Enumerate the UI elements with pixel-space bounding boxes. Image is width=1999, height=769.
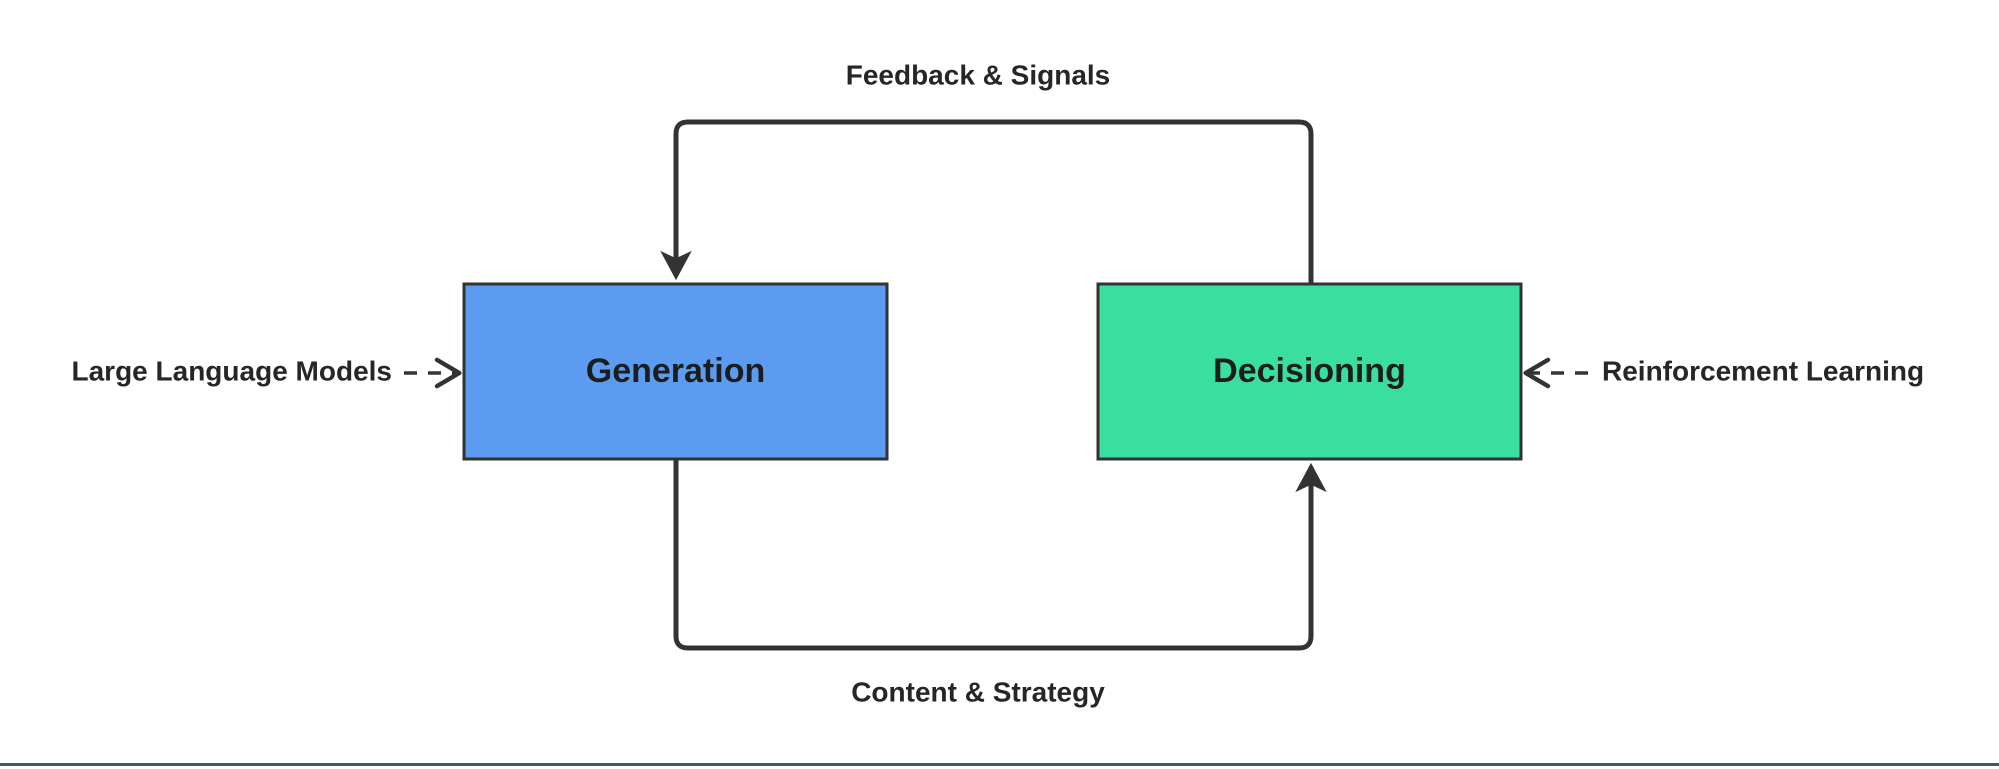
node-generation-label: Generation — [586, 352, 765, 390]
side-label-large-language-models: Large Language Models — [72, 355, 393, 386]
node-generation[interactable]: Generation — [462, 282, 889, 461]
edge-content-strategy-path — [673, 459, 1327, 651]
edge-label-content-strategy: Content & Strategy — [851, 676, 1105, 707]
edge-label-feedback-signals: Feedback & Signals — [846, 59, 1111, 90]
node-decisioning-label: Decisioning — [1213, 352, 1406, 390]
edge-content-strategy: Content & Strategy — [673, 459, 1327, 707]
side-label-reinforcement-learning: Reinforcement Learning — [1602, 355, 1924, 386]
side-input-reinforcement-learning: Reinforcement Learning — [1523, 355, 1924, 389]
edge-feedback-signals-path — [660, 119, 1314, 284]
side-input-large-language-models: Large Language Models — [72, 355, 462, 389]
node-decisioning[interactable]: Decisioning — [1096, 282, 1523, 461]
node-generation-rect[interactable] — [462, 282, 889, 461]
node-decisioning-rect[interactable] — [1096, 282, 1523, 461]
edge-feedback-signals: Feedback & Signals — [660, 59, 1314, 284]
